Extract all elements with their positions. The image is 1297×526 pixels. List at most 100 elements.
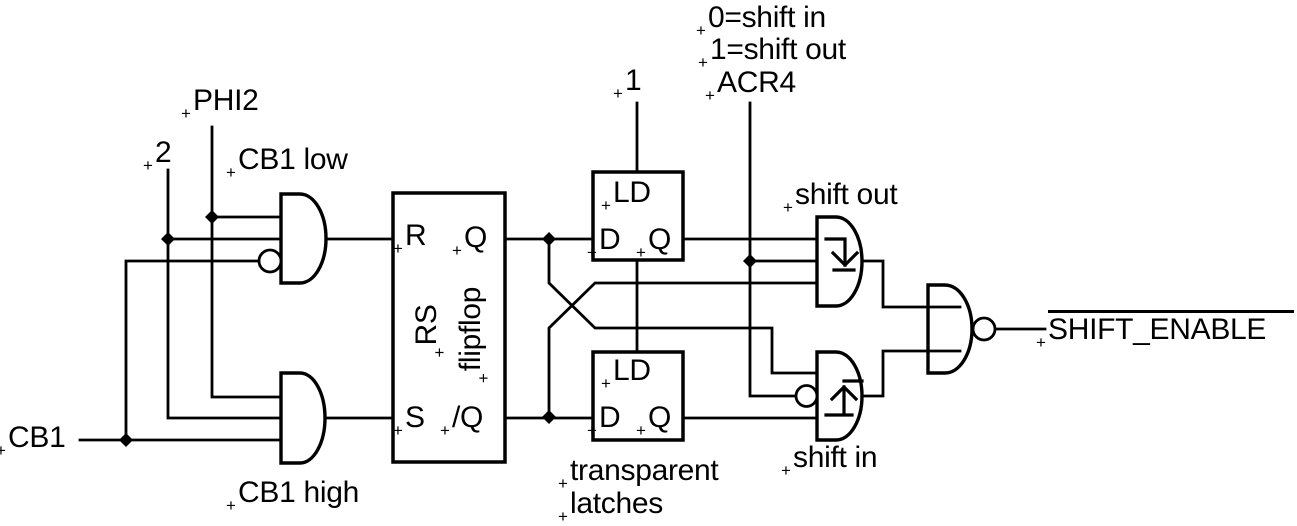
- label-const-2: + 2: [143, 136, 172, 175]
- wire-shiftout-to-nand: [860, 259, 962, 309]
- rising-edge-icon: [824, 379, 864, 417]
- label-origin-marker: +: [587, 243, 597, 262]
- wire-cb1-inverted-branch: [124, 259, 261, 442]
- junction-dot-icon: [542, 410, 556, 424]
- label-text: 1=shift out: [710, 33, 846, 66]
- label-origin-marker: +: [181, 104, 191, 123]
- label-origin-marker: +: [143, 156, 153, 175]
- label-note-shift-in: + 0=shift in: [696, 1, 826, 40]
- label-origin-marker: +: [452, 241, 462, 260]
- label-text: D: [599, 401, 621, 434]
- latch-top-box: [591, 170, 685, 262]
- inversion-bubble-icon: [971, 316, 997, 342]
- label-text: RS: [410, 304, 443, 346]
- latch-bottom-port-q: + Q: [636, 401, 672, 440]
- label-text: Q: [464, 221, 488, 254]
- label-shift-in: + shift in: [781, 441, 878, 480]
- label-origin-marker: +: [0, 441, 6, 460]
- label-text: 2: [155, 136, 172, 169]
- flipflop-port-qn: + /Q: [440, 401, 484, 440]
- label-text: flipflop: [454, 286, 487, 372]
- junction-dot-icon: [161, 232, 175, 246]
- label-transparent: + transparent: [558, 454, 719, 493]
- wire-shiftin-to-nand: [860, 349, 962, 398]
- label-origin-marker: +: [783, 198, 793, 217]
- label-origin-marker: +: [393, 239, 403, 258]
- label-origin-marker: +: [705, 86, 715, 105]
- label-origin-marker: +: [474, 373, 493, 384]
- latch-top-port-d: + D: [587, 223, 621, 262]
- flipflop-type-rs: + RS: [410, 304, 449, 357]
- label-origin-marker: +: [587, 421, 597, 440]
- label-const-1: + 1: [613, 66, 642, 103]
- inversion-bubble-icon: [794, 384, 819, 408]
- label-text: Q: [648, 401, 672, 434]
- flipflop-port-q: + Q: [452, 221, 488, 260]
- latch-bottom-box: [591, 350, 685, 442]
- and-gate-shift-in: [815, 350, 864, 442]
- label-acr4: + ACR4: [705, 66, 796, 105]
- label-text: S: [405, 401, 425, 434]
- label-origin-marker: +: [558, 507, 568, 526]
- and-gate-cb1-low: [279, 192, 328, 285]
- label-origin-marker: +: [226, 163, 236, 182]
- and-gate-cb1-high: [279, 371, 327, 465]
- label-text: transparent: [570, 454, 719, 487]
- label-origin-marker: +: [636, 421, 646, 440]
- label-text: LD: [613, 176, 651, 209]
- label-origin-marker: +: [636, 243, 646, 262]
- label-shift-enable: + SHIFT_ENABLE: [1036, 310, 1294, 351]
- wire-cross-q-to-shiftin: [547, 237, 819, 375]
- label-text: CB1 high: [238, 476, 360, 509]
- label-origin-marker: +: [601, 374, 611, 393]
- label-cb1-high: + CB1 high: [226, 476, 360, 515]
- latch-bottom-port-d: + D: [587, 401, 621, 440]
- flipflop-port-r: + R: [393, 219, 427, 258]
- label-phi2: + PHI2: [181, 84, 259, 123]
- label-origin-marker: +: [226, 496, 236, 515]
- label-text: D: [599, 223, 621, 256]
- flipflop-port-s: + S: [393, 401, 425, 440]
- label-origin-marker: +: [393, 421, 403, 440]
- wire-cross-qn-to-shiftout: [547, 281, 819, 419]
- label-origin-marker: +: [558, 474, 568, 493]
- label-cb1: + CB1: [0, 421, 66, 460]
- rs-flipflop-box: [391, 191, 507, 464]
- label-origin-marker: +: [613, 84, 623, 103]
- label-text: ACR4: [717, 66, 796, 99]
- junction-dot-icon: [119, 433, 133, 447]
- wire-acr4: [748, 101, 798, 398]
- label-text: 0=shift in: [708, 1, 826, 34]
- label-text: shift in: [793, 441, 878, 474]
- label-cb1-low: + CB1 low: [226, 143, 348, 182]
- latch-top-port-q: + Q: [636, 223, 672, 262]
- label-text: Q: [648, 223, 672, 256]
- label-text: LD: [613, 354, 651, 387]
- junction-dot-icon: [542, 232, 556, 246]
- label-text: R: [405, 219, 427, 252]
- label-origin-marker: +: [698, 53, 708, 72]
- label-text: SHIFT_ENABLE: [1048, 313, 1267, 346]
- label-origin-marker: +: [696, 21, 706, 40]
- inversion-bubble-icon: [257, 248, 283, 274]
- junction-dot-icon: [205, 210, 219, 224]
- label-origin-marker: +: [430, 347, 449, 358]
- flipflop-type-flipflop: + flipflop: [454, 286, 493, 383]
- nand-gate-output: [926, 283, 974, 375]
- label-text: /Q: [452, 401, 484, 434]
- label-origin-marker: +: [781, 461, 791, 480]
- latch-top-port-ld: + LD: [601, 176, 651, 215]
- label-text: latches: [570, 487, 663, 520]
- label-origin-marker: +: [601, 196, 611, 215]
- wire-2: [166, 168, 283, 420]
- latch-bottom-port-ld: + LD: [601, 354, 651, 393]
- falling-edge-icon: [824, 237, 860, 272]
- label-origin-marker: +: [1036, 333, 1046, 352]
- label-text: CB1 low: [238, 143, 348, 176]
- label-text: CB1: [8, 421, 66, 454]
- label-note-shift-out: + 1=shift out: [698, 33, 846, 72]
- label-text: PHI2: [193, 84, 259, 117]
- label-shift-out: + shift out: [783, 180, 898, 217]
